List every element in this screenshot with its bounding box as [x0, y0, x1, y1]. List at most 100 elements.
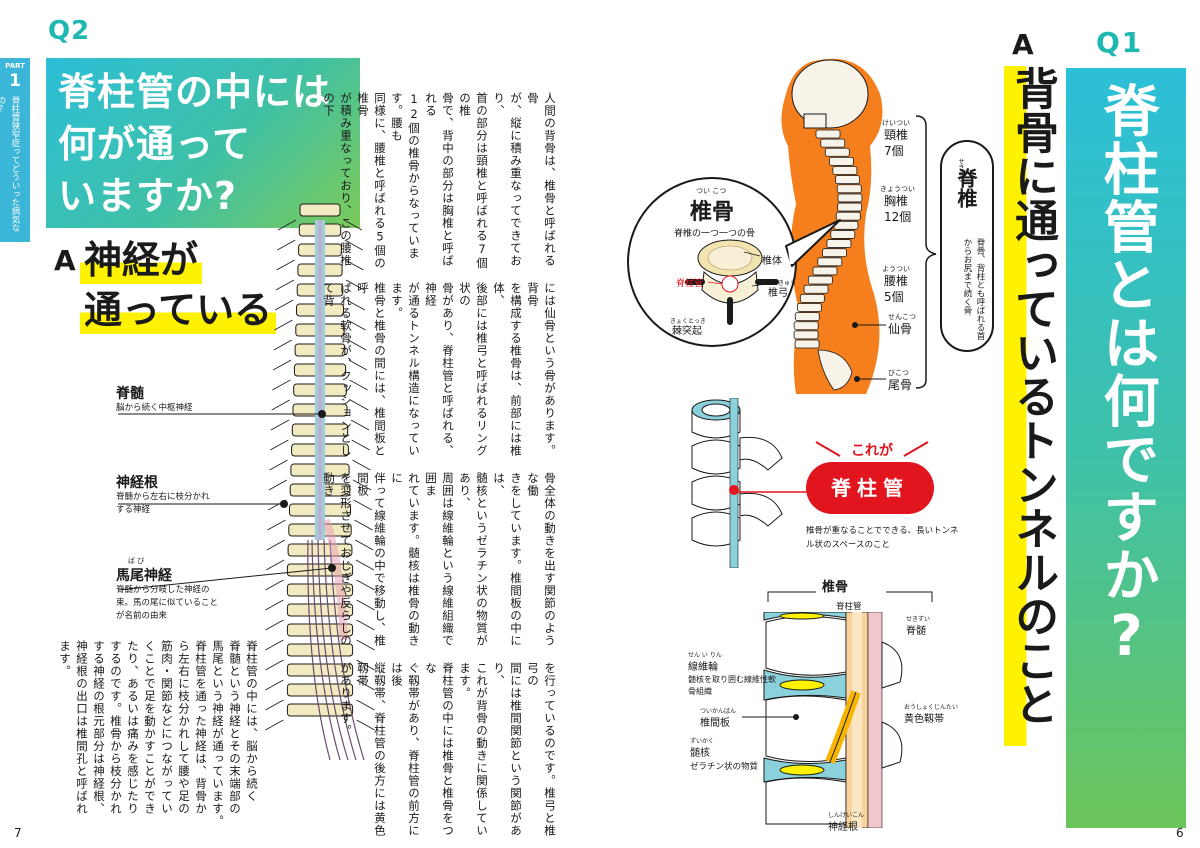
circle-part-body: 椎体: [762, 256, 782, 267]
side-vertebra: [830, 230, 856, 239]
spine-callout-lines: [117, 410, 336, 591]
spine-definition-ruby: せきつい: [957, 158, 964, 182]
part-tab: [0, 58, 30, 242]
body-text-line: ます。: [58, 640, 72, 678]
region-thoracic-ruby: きょうつい: [880, 185, 915, 193]
circle-part-process: 棘突起: [672, 326, 702, 337]
label-sekizui-desc: 脳から続く中枢神経: [116, 403, 193, 413]
nerve-root-line: [276, 259, 295, 271]
nerve-root-line: [265, 719, 284, 731]
nerve-root-line: [353, 499, 372, 511]
nerve-root-line: [355, 559, 375, 571]
nerve-root-line: [275, 299, 294, 311]
page-number-right: 6: [1176, 826, 1184, 840]
nerve-root-line: [356, 599, 375, 611]
section-title-bracket: [767, 591, 933, 602]
nerve-root-line: [355, 539, 374, 551]
body-text-line: 脊髄という神経とその末端部の: [228, 640, 242, 815]
body-text-line: があります。: [339, 662, 353, 737]
body-text-line: 人間の背骨は、椎骨と呼ばれる骨: [526, 92, 557, 267]
body-text-top-1: 人間の背骨は、椎骨と呼ばれる骨 が、縦に積み重なってできており、 首の部分は頸椎…: [322, 92, 558, 277]
region-thoracic-count: 12個: [884, 210, 912, 224]
vertebra-segment: [286, 623, 354, 637]
side-vertebra: [832, 166, 858, 175]
section-cord: 脊髄: [906, 626, 926, 637]
nerve-root-line: [356, 699, 375, 711]
side-vertebra: [817, 257, 843, 267]
nerve-root-line: [345, 259, 364, 271]
side-vertebra: [820, 138, 846, 148]
q1-question-title: 脊柱管とは何ですか?: [1094, 82, 1159, 671]
nerve-root-line: [343, 219, 363, 231]
body-text-line: を構成する椎骨は、前部には椎体、: [492, 282, 523, 457]
body-text-line: 椎骨と椎骨の間には、椎間板と呼: [356, 282, 387, 457]
sacrum-bone: [817, 349, 853, 391]
nerve-root-line: [265, 599, 284, 611]
side-vertebra: [836, 184, 862, 194]
nerve-root-line: [344, 239, 363, 251]
nerve-root-line: [265, 559, 285, 571]
section-ligament: 黄色靱帯: [904, 714, 944, 725]
body-text-line: を変形させておじぎや反らしの動き: [322, 472, 353, 647]
nerve-root-line: [356, 719, 375, 731]
nerve-root-line: [268, 479, 288, 491]
body-text-line: ら左右に枝分かれして腰や足の: [177, 640, 191, 815]
body-text-line: 周囲は線維輪という線維組織で囲ま: [424, 472, 455, 647]
section-nucleus: 髄核: [690, 748, 710, 759]
body-text-top-2: には仙骨という骨があります。背骨 を構成する椎骨は、前部には椎体、 後部には椎弓…: [322, 282, 558, 467]
circle-part-canal: 脊柱管: [676, 279, 704, 289]
q2-question-box: [46, 58, 360, 228]
body-text-line: 骨で、背中の部分は胸椎と呼ばれる: [424, 92, 455, 267]
circle-subtitle: 脊椎の一つ一つの骨: [674, 229, 756, 239]
body-text-line: を行っているのです。椎弓と椎弓の: [526, 662, 557, 837]
body-text-line: が通るトンネル構造になっています。: [390, 282, 421, 457]
page-number-left: 7: [14, 826, 22, 840]
body-text-bottom: 脊柱管の中には、脳から続く 脊髄という神経とその末端部の 馬尾という神経が通って…: [40, 640, 260, 830]
nerve-root-line: [277, 239, 296, 251]
nerve-root-line: [352, 479, 372, 491]
sacrum-pointer: [852, 322, 886, 328]
region-cervical-ruby: けいつい: [882, 119, 910, 127]
side-vertebra: [807, 275, 833, 285]
label-babi-desc: 脊髄から分岐した神経の束。馬の尾に似ていることが名前の由来: [116, 585, 219, 621]
side-vertebra: [793, 330, 819, 340]
label-sekizui: 脊髄: [116, 386, 144, 402]
body-text-line: 脊柱管を通った神経は、背骨か: [194, 640, 208, 815]
nerve-root-line: [350, 419, 370, 431]
body-text-line: が積み重なっており、この腰椎の下: [322, 92, 353, 267]
body-text-line: 後部には椎弓と呼ばれるリング状の: [458, 282, 489, 457]
side-vertebra: [822, 248, 847, 258]
region-lumbar-count: 5個: [884, 290, 904, 304]
nerve-root-line: [356, 579, 375, 591]
coccyx-pointer: [854, 376, 886, 382]
label-babi-ruby: ば び: [128, 557, 145, 565]
label-shinkeikon: 神経根: [116, 475, 158, 491]
q2-label: Q2: [48, 16, 91, 46]
nerve-root-line: [277, 219, 297, 231]
callout-pointer: [732, 491, 808, 493]
region-sacrum-ruby: せんこつ: [888, 313, 916, 321]
nerve-root-line: [269, 459, 288, 471]
nerve-root-line: [354, 519, 373, 531]
region-lumbar-name: 腰椎: [884, 274, 909, 288]
circle-title: 椎骨: [690, 200, 735, 225]
nerve-root-line: [275, 279, 295, 291]
nerve-root-line: [272, 379, 291, 391]
side-vertebra: [799, 293, 825, 303]
circle-title-ruby: つい こつ: [696, 187, 727, 195]
spine-back-illustration: [265, 203, 375, 761]
side-vertebra: [815, 129, 841, 139]
side-vertebra: [824, 147, 850, 157]
section-nucleus-ruby: ずいかく: [690, 738, 715, 745]
side-vertebra: [803, 284, 829, 294]
spine-definition-title: 脊椎: [954, 168, 978, 208]
vertebra-cross-section: [763, 612, 903, 828]
vertebra-segment: [299, 203, 341, 217]
section-nucleus-desc: ゼラチン状の物質: [690, 762, 759, 772]
side-vertebra: [829, 156, 854, 166]
callout-kore-ga-lines: [815, 441, 929, 457]
vertebra-detail-circle: [627, 177, 841, 347]
side-vertebra: [835, 211, 861, 221]
body-text-line: 脊柱管の中には椎骨と椎骨をつな: [424, 662, 455, 837]
callout-kore-ga: これが: [851, 443, 893, 459]
